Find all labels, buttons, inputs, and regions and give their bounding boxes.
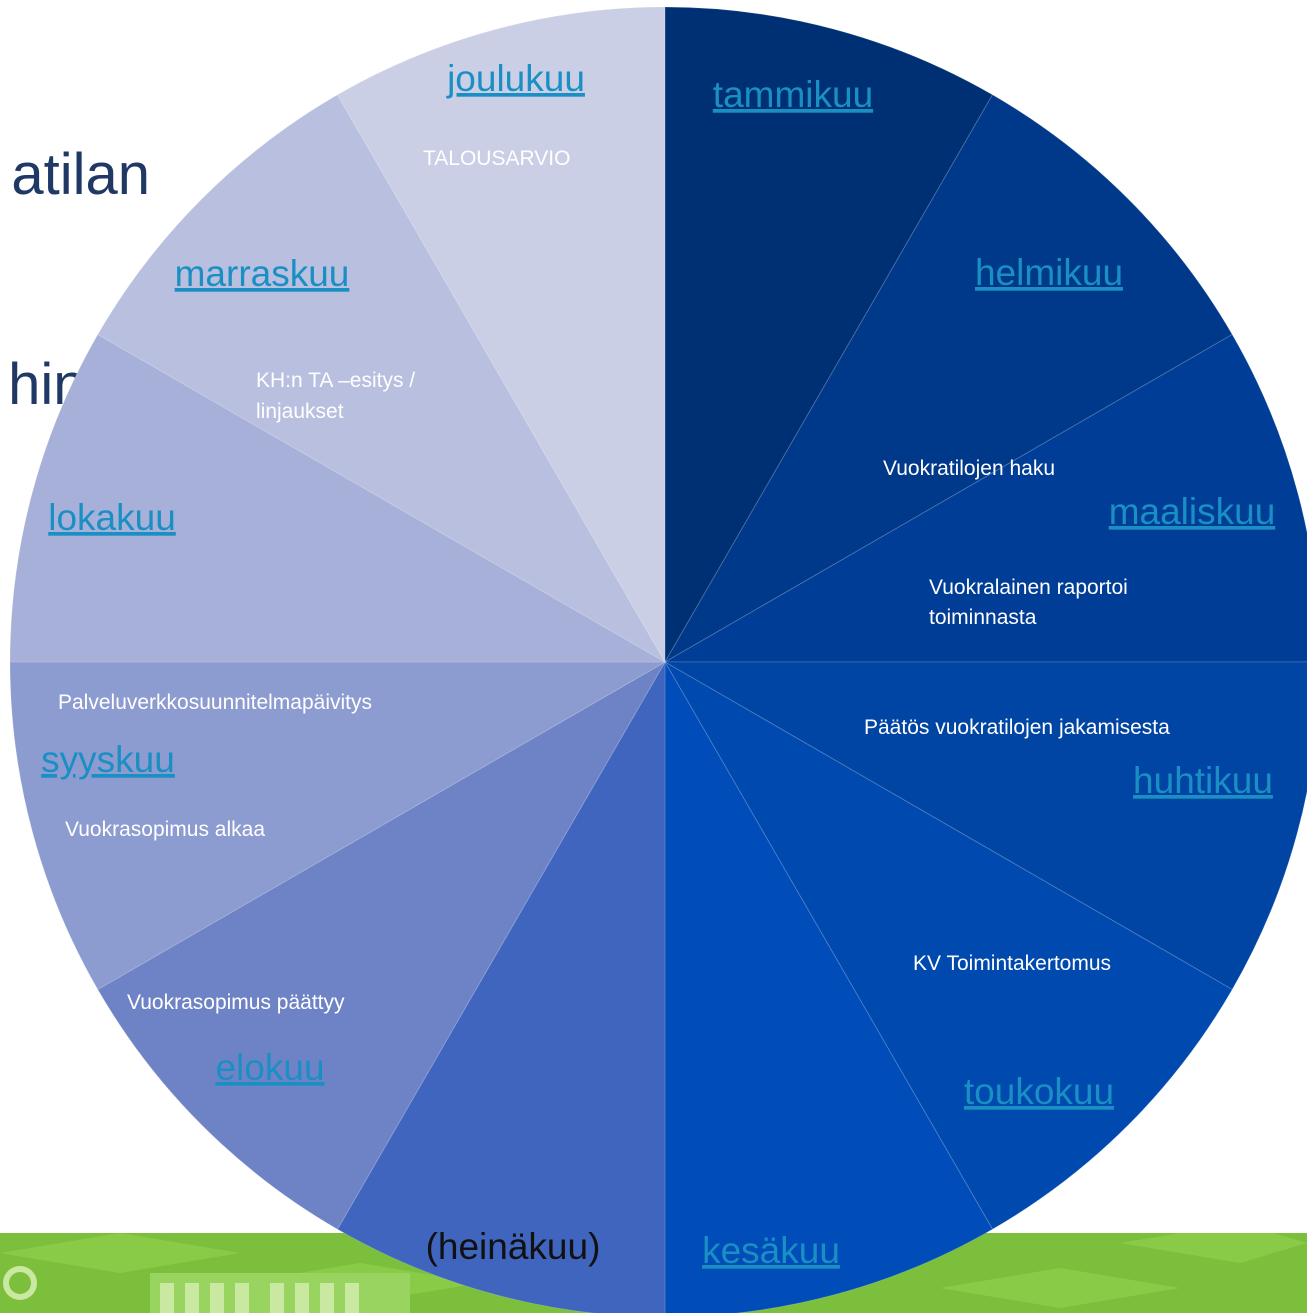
month-label-2[interactable]: maaliskuu: [1109, 491, 1276, 532]
month-label-9[interactable]: lokakuu: [48, 497, 176, 538]
title-line-1: atilan: [11, 142, 150, 207]
month-label-1[interactable]: helmikuu: [975, 252, 1123, 293]
month-labels: tammikuu helmikuu maaliskuu huhtikuu toukoku…: [41, 58, 1275, 1271]
sector-6: [336, 660, 666, 1313]
month-label-7[interactable]: elokuu: [215, 1047, 324, 1088]
month-label-6: (heinäkuu): [426, 1226, 601, 1267]
sector-2: [663, 333, 1307, 663]
month-label-10[interactable]: marraskuu: [175, 253, 350, 294]
month-label-8[interactable]: syyskuu: [41, 739, 175, 780]
month-label-4[interactable]: toukokuu: [964, 1071, 1114, 1112]
sector-11: [336, 6, 666, 664]
event-paatos-vuokratilojen-jakamisesta: Päätös vuokratilojen jakamisesta: [864, 716, 1170, 739]
event-kh-ta-esitys: KH:n TA –esitys / linjaukset: [256, 369, 421, 423]
month-label-3[interactable]: huhtikuu: [1133, 760, 1273, 801]
event-labels: Vuokratilojen haku Vuokralainen raportoi…: [58, 147, 1170, 1014]
sector-8: [9, 661, 667, 991]
sector-4: [663, 660, 1233, 1230]
sector-1: [663, 94, 1233, 664]
sector-10: [97, 94, 667, 664]
event-vuokrasopimus-paattyy: Vuokrasopimus päättyy: [127, 991, 345, 1014]
sector-7: [97, 660, 667, 1230]
event-kv-toimintakertomus: KV Toimintakertomus: [913, 952, 1111, 975]
month-label-0[interactable]: tammikuu: [713, 74, 873, 115]
sector-9: [9, 333, 667, 663]
event-palveluverkkosuunnitelmapaivitys: Palveluverkkosuunnitelmapäivitys: [58, 691, 372, 714]
event-talousarvio: TALOUSARVIO: [423, 147, 570, 170]
month-label-5[interactable]: kesäkuu: [702, 1230, 840, 1271]
event-vuokralainen-raportoi: Vuokralainen raportoi toiminnasta: [929, 576, 1134, 629]
event-vuokratilojen-haku: Vuokratilojen haku: [883, 457, 1055, 480]
sector-3: [663, 661, 1307, 991]
month-label-11[interactable]: joulukuu: [446, 58, 585, 99]
event-vuokrasopimus-alkaa: Vuokrasopimus alkaa: [65, 818, 265, 841]
month-sectors: [9, 6, 1307, 1313]
sector-5: [664, 660, 994, 1313]
sector-0: [664, 6, 994, 664]
